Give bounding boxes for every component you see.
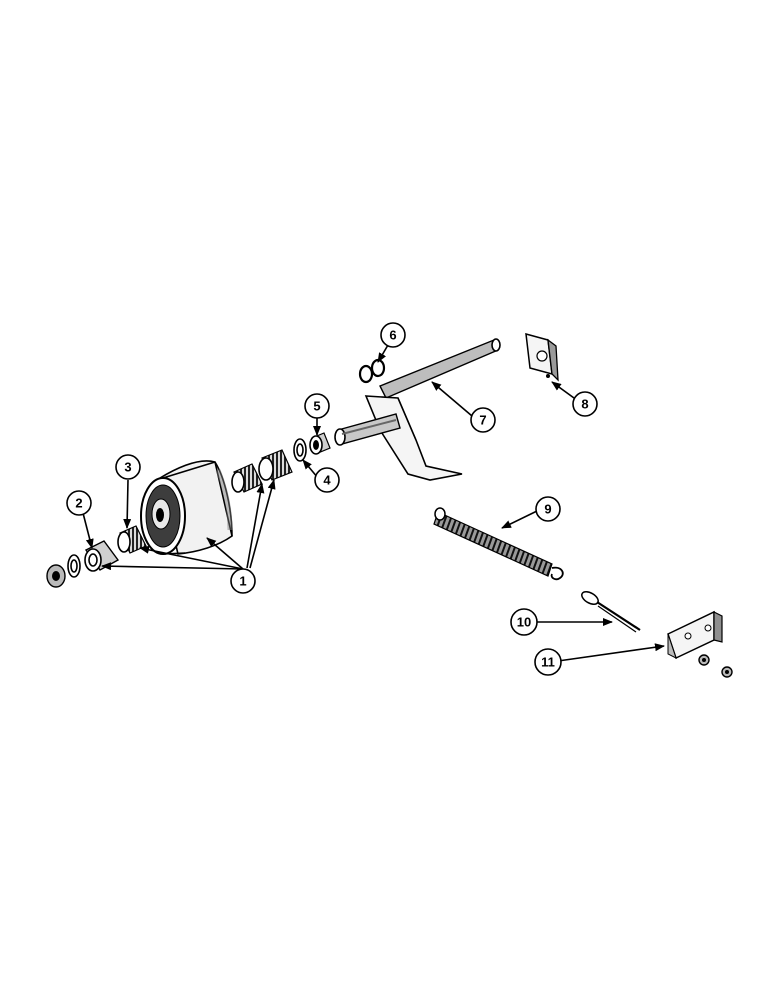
roller-drum xyxy=(140,460,233,555)
spacer-bushing xyxy=(84,540,120,572)
callout-label: 10 xyxy=(517,615,531,630)
callout-label: 11 xyxy=(541,655,555,670)
tension-spring xyxy=(433,507,564,581)
callout-7: 7 xyxy=(470,407,496,433)
callout-1: 1 xyxy=(230,568,256,594)
leader-lines xyxy=(82,344,665,662)
spacer-collar xyxy=(309,432,331,455)
washer-left xyxy=(67,554,81,578)
snap-ring xyxy=(358,358,386,384)
callout-9: 9 xyxy=(535,496,561,522)
callout-2: 2 xyxy=(66,490,92,516)
needle-bearing-a xyxy=(231,463,263,493)
hex-nut-small-a xyxy=(698,654,710,666)
callout-label: 4 xyxy=(323,473,331,488)
callout-label: 9 xyxy=(544,502,551,517)
callout-label: 3 xyxy=(124,460,131,475)
cotter-pin xyxy=(581,591,641,633)
callout-6: 6 xyxy=(380,322,406,348)
callout-label: 2 xyxy=(75,496,82,511)
callout-8: 8 xyxy=(572,391,598,417)
thrust-washer xyxy=(293,438,307,462)
mounting-bracket-upper xyxy=(525,332,559,382)
callout-4: 4 xyxy=(314,467,340,493)
callout-label: 1 xyxy=(239,574,246,589)
callout-label: 6 xyxy=(389,328,396,343)
idler-arm xyxy=(334,338,501,481)
callout-label: 5 xyxy=(313,399,320,414)
callout-5: 5 xyxy=(304,393,330,419)
hex-nut-small-b xyxy=(721,666,733,678)
angle-bracket-lower xyxy=(667,610,723,660)
callout-3: 3 xyxy=(115,454,141,480)
callout-10: 10 xyxy=(510,608,538,636)
callout-11: 11 xyxy=(534,648,562,676)
callout-label: 8 xyxy=(581,397,588,412)
needle-bearing-b xyxy=(258,449,293,481)
callout-label: 7 xyxy=(479,413,486,428)
hex-nut-left xyxy=(46,564,66,588)
